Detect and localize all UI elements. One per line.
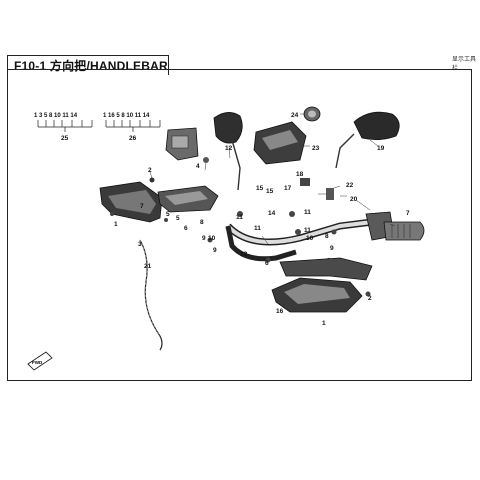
callout-11c: 11 (304, 227, 311, 234)
group-index-left: 1 3 5 8 10 11 14 25 (34, 113, 93, 142)
svg-text:FWD: FWD (32, 360, 43, 365)
callout-5b: 5 (166, 211, 170, 218)
lower-support-bracket (279, 257, 373, 281)
callout-22: 22 (346, 182, 354, 189)
callout-1b: 1 (322, 320, 326, 327)
callout-2: 2 (148, 167, 152, 174)
callout-14: 14 (268, 210, 276, 217)
callout-6: 6 (184, 225, 188, 232)
callout-13: 13 (240, 251, 248, 258)
small-fasteners (110, 157, 371, 297)
callout-5a: 5 (176, 215, 180, 222)
leader-lines (149, 113, 396, 261)
callout-10a: 10 (208, 235, 216, 242)
callout-23: 23 (312, 145, 320, 152)
right-hand-guard (271, 277, 363, 313)
group-right-label: 26 (129, 135, 137, 142)
callout-20: 20 (350, 196, 358, 203)
group-index-right: 1 16 5 8 10 11 14 26 (103, 113, 161, 142)
callout-11b: 11 (254, 225, 261, 232)
group-right-digits: 1 16 5 8 10 11 14 (103, 113, 150, 119)
left-hand-guard (99, 181, 163, 223)
callout-16: 16 (276, 308, 284, 315)
callout-19: 19 (377, 145, 385, 152)
right-mirror (335, 111, 400, 169)
handlebar-cover (253, 121, 307, 165)
callout-11d: 11 (304, 209, 311, 216)
callout-8b: 8 (325, 233, 329, 240)
callout-18: 18 (296, 171, 304, 178)
forward-arrow-logo: FWD (27, 351, 53, 371)
center-guard-bracket (157, 185, 219, 213)
callout-3: 3 (138, 241, 142, 248)
callout-17: 17 (284, 185, 292, 192)
callout-9b: 9 (213, 247, 217, 254)
callout-10b: 10 (306, 235, 314, 242)
callout-15b: 15 (266, 188, 274, 195)
diagram-frame (7, 69, 472, 381)
callout-8: 8 (200, 219, 204, 226)
callout-7b: 7 (140, 203, 144, 210)
group-left-digits: 1 3 5 8 10 11 14 (34, 113, 78, 119)
title-box (7, 55, 169, 75)
group-left-label: 25 (61, 135, 69, 142)
callout-24: 24 (291, 112, 299, 119)
handlebar-tube (225, 218, 373, 262)
callout-9c: 9 (330, 245, 334, 252)
callout-9a: 9 (202, 235, 206, 242)
callout-7a: 7 (406, 210, 410, 217)
right-switch-throttle (365, 211, 425, 241)
callout-6b: 6 (265, 260, 269, 267)
left-mirror (213, 112, 243, 191)
callout-2b: 2 (368, 295, 372, 302)
throttle-cable (139, 239, 163, 351)
bar-end-cap (303, 106, 321, 122)
callout-12: 12 (225, 145, 233, 152)
part-callouts: 24 23 19 12 2 4 15 15 14 17 18 22 20 7 7… (114, 112, 410, 327)
callout-4: 4 (196, 163, 200, 170)
callout-11a: 11 (236, 214, 243, 221)
callout-15: 15 (256, 185, 264, 192)
callout-21: 21 (144, 263, 152, 270)
left-switch-housing (165, 127, 199, 161)
callout-1a: 1 (114, 221, 118, 228)
